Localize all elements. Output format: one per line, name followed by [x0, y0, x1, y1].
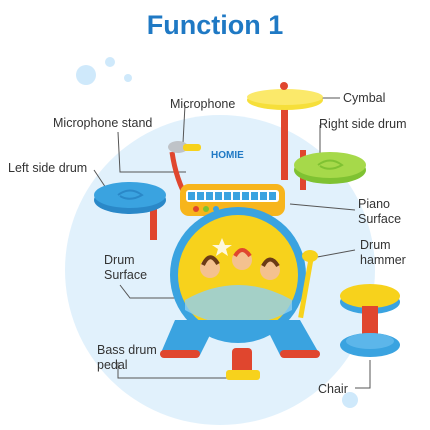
label-piano-surface-line2: Surface — [358, 212, 402, 226]
label-drum-surface-line2: Surface — [104, 268, 148, 282]
right-drum-swirl — [317, 159, 344, 170]
label-piano-surface: Piano Surface — [358, 197, 401, 227]
page-title: Function 1 — [146, 10, 284, 40]
label-drum-surface-line1: Drum — [104, 253, 135, 267]
drum-base — [160, 320, 320, 355]
label-bass-drum-pedal: Bass drum pedal — [97, 343, 157, 373]
drum-hammer-head — [302, 250, 318, 262]
label-drum-hammer-line1: Drum — [360, 238, 391, 252]
label-bass-drum-pedal-line1: Bass drum — [97, 343, 157, 357]
label-piano-surface-line1: Piano — [358, 197, 390, 211]
label-cymbal: Cymbal — [343, 91, 386, 105]
chair-seat — [340, 284, 400, 308]
label-microphone: Microphone — [170, 97, 236, 111]
label-drum-hammer: Drum hammer — [360, 238, 406, 268]
label-drum-hammer-line2: hammer — [360, 253, 406, 267]
piano-keys — [188, 192, 276, 200]
bubble-3 — [124, 74, 132, 82]
chair-post — [362, 306, 378, 336]
bubble-2 — [105, 57, 115, 67]
microphone — [168, 141, 188, 153]
label-drum-surface: Drum Surface — [104, 253, 147, 283]
bubble-1 — [76, 65, 96, 85]
label-bass-drum-pedal-line2: pedal — [97, 358, 128, 372]
bass-drum-pedal — [232, 348, 252, 376]
label-chair: Chair — [318, 382, 348, 396]
label-left-side-drum: Left side drum — [8, 161, 88, 175]
cymbal-rim — [247, 89, 323, 105]
cymbal-stand — [281, 100, 288, 180]
label-microphone-stand: Microphone stand — [53, 116, 153, 130]
drum-hammer-stick — [298, 258, 314, 319]
cymbal-knob — [280, 82, 288, 90]
left-drum-stand — [150, 200, 157, 240]
label-right-side-drum: Right side drum — [319, 117, 407, 131]
brand-logo-text: HOMIE — [211, 150, 244, 161]
left-side-drum-top — [94, 182, 166, 208]
right-side-drum-top — [294, 152, 366, 178]
bubble-4 — [342, 392, 358, 408]
left-drum-swirl — [117, 189, 144, 200]
